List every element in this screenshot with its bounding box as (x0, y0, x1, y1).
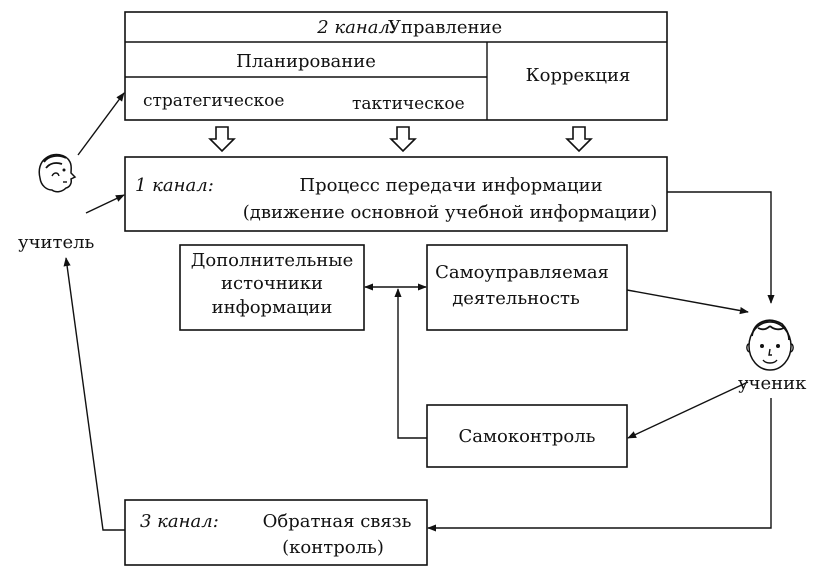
channel3-label: 3 канал: (140, 511, 219, 532)
channel1-label: 1 канал: (135, 175, 214, 196)
strategic-label: стратегическое (143, 91, 284, 111)
channel1-to-student-arrow (667, 191, 775, 304)
additional-sources-line1: Дополнительные (191, 250, 354, 271)
teacher-to-management-arrow (77, 92, 125, 156)
student-face-icon (746, 319, 794, 371)
activity-to-student-arrow (626, 289, 749, 315)
planning-label: Планирование (236, 51, 376, 72)
channel2-management-block: 2 канал: Управление Планирование стратег… (124, 11, 668, 121)
teacher-face-icon (38, 153, 77, 193)
student-label: ученик (738, 373, 807, 394)
hollow-down-arrow-icon (565, 126, 593, 153)
student-to-feedback-arrow (427, 398, 772, 532)
additional-sources-frame (179, 244, 365, 331)
teacher-to-channel1-arrow (85, 194, 125, 214)
channel2-title: Управление (388, 17, 502, 38)
channel3-feedback-block: 3 канал: Обратная связь (контроль) (124, 499, 428, 566)
channel3-line2: (контроль) (282, 537, 384, 558)
self-managed-frame (426, 244, 628, 331)
correction-label: Коррекция (526, 65, 631, 86)
channel2-frame (124, 11, 668, 121)
self-managed-activity-block: Самоуправляемая деятельность (426, 244, 628, 331)
hollow-down-arrow-icon (389, 126, 417, 153)
self-managed-line1: Самоуправляемая (435, 262, 609, 283)
channel1-frame (124, 156, 668, 232)
self-control-block: Самоконтроль (426, 404, 628, 468)
teacher-label: учитель (18, 232, 95, 253)
hollow-down-arrow-icon (208, 126, 236, 153)
tactical-label: тактическое (352, 94, 465, 114)
channel1-line1: Процесс передачи информации (299, 175, 602, 196)
feedback-to-teacher-arrow (63, 257, 125, 531)
channel1-information-block: 1 канал: Процесс передачи информации (дв… (124, 156, 668, 232)
student-to-self-control-arrow (627, 381, 749, 439)
self-control-frame (426, 404, 628, 468)
self-control-feedback-arrow (394, 288, 427, 439)
self-managed-line2: деятельность (452, 288, 580, 309)
self-control-label: Самоконтроль (459, 426, 596, 447)
additional-sources-line2: источники (221, 273, 323, 294)
channel3-line1: Обратная связь (263, 511, 412, 532)
channel3-frame (124, 499, 428, 566)
channel2-label: 2 канал: (316, 17, 396, 38)
channel1-line2: (движение основной учебной информации) (243, 202, 658, 223)
additional-sources-block: Дополнительные источники информации (179, 244, 365, 331)
additional-sources-line3: информации (212, 297, 333, 318)
